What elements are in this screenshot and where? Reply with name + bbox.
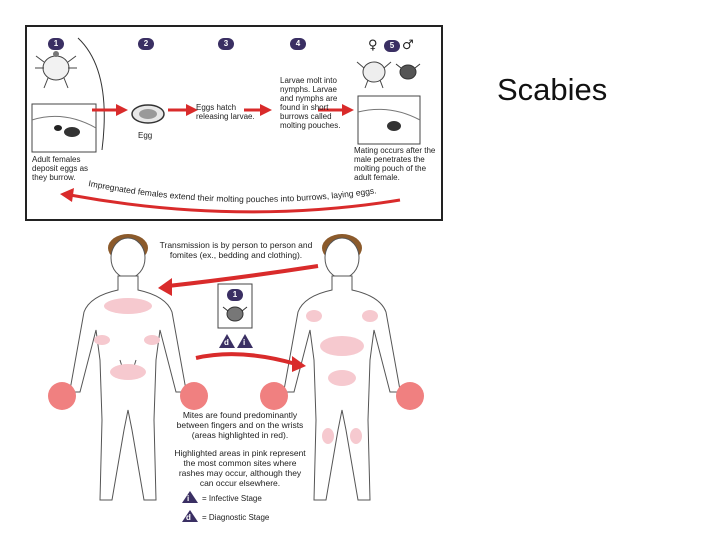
back-rash-area bbox=[144, 335, 160, 345]
stage-5-label: Mating occurs after the male penetrates … bbox=[354, 146, 436, 182]
legend-infective-label: = Infective Stage bbox=[202, 494, 262, 503]
left-hand-red-area bbox=[48, 382, 76, 410]
adult-female-mite-illustration bbox=[35, 51, 77, 89]
stage-badge-4: 4 bbox=[290, 38, 306, 50]
slide-title: Scabies bbox=[497, 72, 608, 107]
molting-pouch-inset bbox=[357, 95, 421, 145]
leg-rash-area bbox=[322, 428, 334, 444]
right-hand-red-area bbox=[180, 382, 208, 410]
stage-badge-1: 1 bbox=[48, 38, 64, 50]
back-rash-area bbox=[104, 298, 152, 314]
legend-infective-triangle bbox=[182, 491, 198, 503]
mating-mites-illustration bbox=[356, 61, 421, 89]
center-diagnostic-triangle bbox=[219, 334, 235, 348]
stage-badge-2: 2 bbox=[138, 38, 154, 50]
transmission-arrow-bottom bbox=[195, 352, 297, 366]
front-right-hand-red-area bbox=[396, 382, 424, 410]
egg-illustration bbox=[131, 104, 165, 124]
buttocks-rash-area bbox=[110, 364, 146, 380]
groin-rash-area bbox=[328, 370, 356, 386]
abdomen-rash-area bbox=[320, 336, 364, 356]
return-arrow bbox=[69, 193, 401, 214]
stage-2-label: Egg bbox=[138, 131, 153, 140]
stage-badge-5: 5 bbox=[384, 40, 400, 52]
legend-diagnostic-letter: d bbox=[186, 513, 191, 522]
mites-location-text: Mites are found predominantly between fi… bbox=[176, 410, 304, 440]
center-infective-triangle bbox=[237, 334, 253, 348]
front-rash-area bbox=[362, 310, 378, 322]
transmission-arrow-top bbox=[167, 264, 319, 288]
center-stage-badge: 1 bbox=[227, 289, 243, 301]
center-badge-i: i bbox=[243, 338, 246, 347]
female-symbol-icon: ♀ bbox=[368, 38, 378, 53]
stage-badge-3: 3 bbox=[218, 38, 234, 50]
legend-diagnostic-triangle bbox=[182, 510, 198, 522]
legend-infective-letter: i bbox=[187, 494, 190, 503]
rash-sites-text: Highlighted areas in pink represent the … bbox=[174, 448, 306, 488]
back-view-figure bbox=[66, 234, 190, 501]
front-rash-area bbox=[306, 310, 322, 322]
burrow-skin-inset bbox=[31, 103, 97, 153]
male-symbol-icon: ♂ bbox=[402, 38, 414, 53]
legend-diagnostic-label: = Diagnostic Stage bbox=[202, 513, 270, 522]
burrow-curve bbox=[77, 37, 105, 151]
center-mite-illustration bbox=[222, 306, 248, 322]
back-rash-area bbox=[94, 335, 110, 345]
front-view-figure bbox=[280, 234, 404, 501]
leg-rash-area bbox=[350, 428, 362, 444]
stage-3-label: Eggs hatch releasing larvae. bbox=[196, 103, 255, 121]
stage-4-label: Larvae molt into nymphs. Larvae and nymp… bbox=[280, 76, 341, 130]
stage-1-label: Adult females deposit eggs as they burro… bbox=[32, 155, 89, 182]
transmission-text: Transmission is by person to person and … bbox=[159, 240, 313, 260]
front-left-hand-red-area bbox=[260, 382, 288, 410]
center-badge-d: d bbox=[224, 338, 229, 347]
